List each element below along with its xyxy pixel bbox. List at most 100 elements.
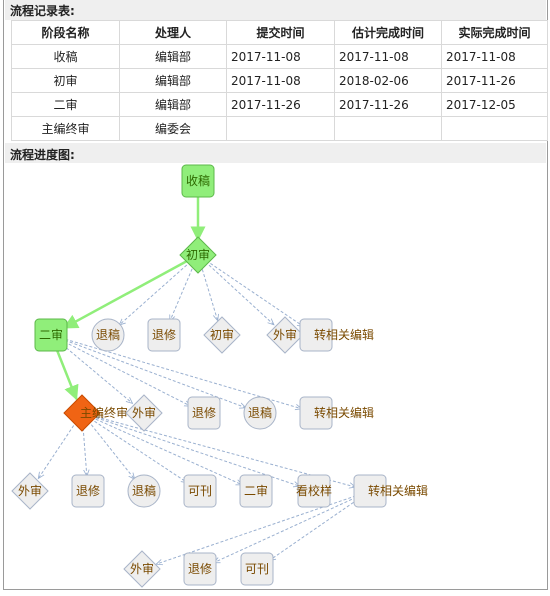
- cell-handler: 编辑部: [119, 68, 227, 93]
- table-row: 主编终审 编委会: [11, 116, 548, 141]
- node-shape[interactable]: [187, 396, 221, 430]
- flow-node-ershen2[interactable]: 二审: [239, 474, 273, 508]
- edge-n-chushen-to-n-waishen1: [197, 254, 274, 325]
- node-shape[interactable]: [297, 474, 331, 508]
- cell-stage: 二审: [11, 92, 120, 117]
- node-shape[interactable]: [34, 318, 68, 352]
- flow-node-waishen2[interactable]: 外审: [125, 394, 163, 432]
- node-label: 外审: [273, 327, 297, 342]
- node-shape[interactable]: [183, 474, 217, 508]
- flow-node-chushen2[interactable]: 初审: [203, 316, 241, 354]
- node-label: 退修: [76, 483, 100, 498]
- node-shape[interactable]: [127, 474, 161, 508]
- cell-actual-time: 2017-12-05: [441, 92, 548, 117]
- nodes-layer: 收稿初审二审退稿退修初审外审转相关编辑主编终审外审退修退稿转相关编辑外审退修退稿…: [11, 164, 428, 588]
- flow-node-waishen4[interactable]: 外审: [123, 550, 161, 588]
- node-shape[interactable]: [63, 394, 101, 432]
- node-shape[interactable]: [91, 318, 125, 352]
- node-label: 退稿: [248, 405, 272, 420]
- node-label: 二审: [39, 327, 63, 342]
- flow-node-kekan1[interactable]: 可刊: [183, 474, 217, 508]
- table-row: 初审 编辑部 2017-11-08 2018-02-06 2017-11-26: [11, 68, 548, 93]
- edge-n-zhuanbianji3-to-n-tuixiu4: [214, 490, 371, 564]
- node-label: 退修: [152, 327, 176, 342]
- node-shape[interactable]: [240, 552, 274, 586]
- cell-stage: 主编终审: [11, 116, 120, 141]
- flow-node-shougao[interactable]: 收稿: [181, 164, 215, 198]
- cell-estimated-time: [334, 116, 442, 141]
- records-table: 阶段名称 处理人 提交时间 估计完成时间 实际完成时间 收稿 编辑部 2017-…: [11, 20, 548, 141]
- flow-node-zhuanbianji3[interactable]: 转相关编辑: [353, 474, 428, 508]
- cell-stage: 收稿: [11, 44, 120, 69]
- cell-handler: 编辑部: [119, 92, 227, 117]
- workflow-panel: [3, 0, 548, 590]
- node-label: 初审: [210, 327, 234, 342]
- edge-n-zhuanbianji3-to-n-waishen4: [156, 490, 371, 564]
- records-header-row: 阶段名称 处理人 提交时间 估计完成时间 实际完成时间: [11, 20, 548, 45]
- flow-node-tuigao2[interactable]: 退稿: [243, 396, 277, 430]
- flow-node-tuixiu2[interactable]: 退修: [187, 396, 221, 430]
- edge-n-chushen-to-n-ershen: [62, 253, 199, 329]
- flow-node-tuixiu1[interactable]: 退修: [147, 318, 181, 352]
- flow-node-kanjiaoyang[interactable]: 看校样: [296, 474, 332, 508]
- col-header-handler: 处理人: [119, 20, 227, 45]
- diagram-section-header: [5, 143, 546, 163]
- cell-submit-time: 2017-11-26: [226, 92, 335, 117]
- node-label: 退稿: [132, 483, 156, 498]
- node-shape[interactable]: [353, 474, 387, 508]
- flow-node-waishen1[interactable]: 外审: [266, 316, 304, 354]
- node-shape[interactable]: [181, 164, 215, 198]
- flow-node-waishen3[interactable]: 外审: [11, 472, 49, 510]
- node-shape[interactable]: [71, 474, 105, 508]
- node-shape[interactable]: [123, 550, 161, 588]
- edge-n-ershen-to-n-tuixiu2: [50, 334, 191, 406]
- node-label: 转相关编辑: [368, 483, 428, 498]
- edge-n-zhubian-to-n-tuigao3: [81, 412, 135, 479]
- node-label: 初审: [186, 247, 210, 262]
- node-shape[interactable]: [239, 474, 273, 508]
- edge-n-zhubian-to-n-kanjiaoyang: [81, 412, 300, 486]
- flow-node-zhubian[interactable]: 主编终审: [63, 394, 128, 432]
- flow-node-tuixiu4[interactable]: 退修: [183, 552, 217, 586]
- node-label: 外审: [130, 561, 154, 576]
- flow-node-tuigao1[interactable]: 退稿: [91, 318, 125, 352]
- node-shape[interactable]: [299, 318, 333, 352]
- cell-handler: 编委会: [119, 116, 227, 141]
- node-label: 可刊: [245, 562, 269, 576]
- flow-node-tuigao3[interactable]: 退稿: [127, 474, 161, 508]
- flow-node-zhuanbianji2[interactable]: 转相关编辑: [299, 396, 374, 430]
- cell-submit-time: 2017-11-08: [226, 44, 335, 69]
- records-section-title: 流程记录表:: [10, 4, 75, 18]
- node-shape[interactable]: [266, 316, 304, 354]
- col-header-estimated-time: 估计完成时间: [334, 20, 442, 45]
- node-label: 收稿: [186, 173, 210, 188]
- node-label: 转相关编辑: [314, 327, 374, 342]
- node-label: 可刊: [188, 484, 212, 498]
- node-shape[interactable]: [11, 472, 49, 510]
- flow-node-kekan2[interactable]: 可刊: [240, 552, 274, 586]
- node-shape[interactable]: [299, 396, 333, 430]
- flow-node-chushen[interactable]: 初审: [179, 236, 217, 274]
- node-shape[interactable]: [243, 396, 277, 430]
- flow-node-ershen[interactable]: 二审: [34, 318, 68, 352]
- node-label: 外审: [18, 483, 42, 498]
- node-label: 退修: [192, 405, 216, 420]
- cell-estimated-time: 2017-11-26: [334, 92, 442, 117]
- edge-n-zhubian-to-n-kekan1: [81, 412, 187, 483]
- edge-n-ershen-to-n-zhuanbianji2: [50, 334, 302, 409]
- node-shape[interactable]: [179, 236, 217, 274]
- node-shape[interactable]: [147, 318, 181, 352]
- edges-layer: [38, 181, 371, 564]
- edge-n-zhubian-to-n-ershen2: [81, 412, 242, 486]
- flow-node-zhuanbianji1[interactable]: 转相关编辑: [299, 318, 374, 352]
- edge-n-chushen-to-n-tuigao1: [119, 254, 199, 325]
- node-label: 退修: [188, 561, 212, 576]
- node-shape[interactable]: [183, 552, 217, 586]
- flow-node-tuixiu3[interactable]: 退修: [71, 474, 105, 508]
- edge-n-chushen-to-n-zhuanbianji1: [197, 254, 304, 327]
- edge-n-zhubian-to-n-waishen3: [38, 412, 83, 479]
- node-shape[interactable]: [203, 316, 241, 354]
- node-shape[interactable]: [125, 394, 163, 432]
- cell-stage: 初审: [11, 68, 120, 93]
